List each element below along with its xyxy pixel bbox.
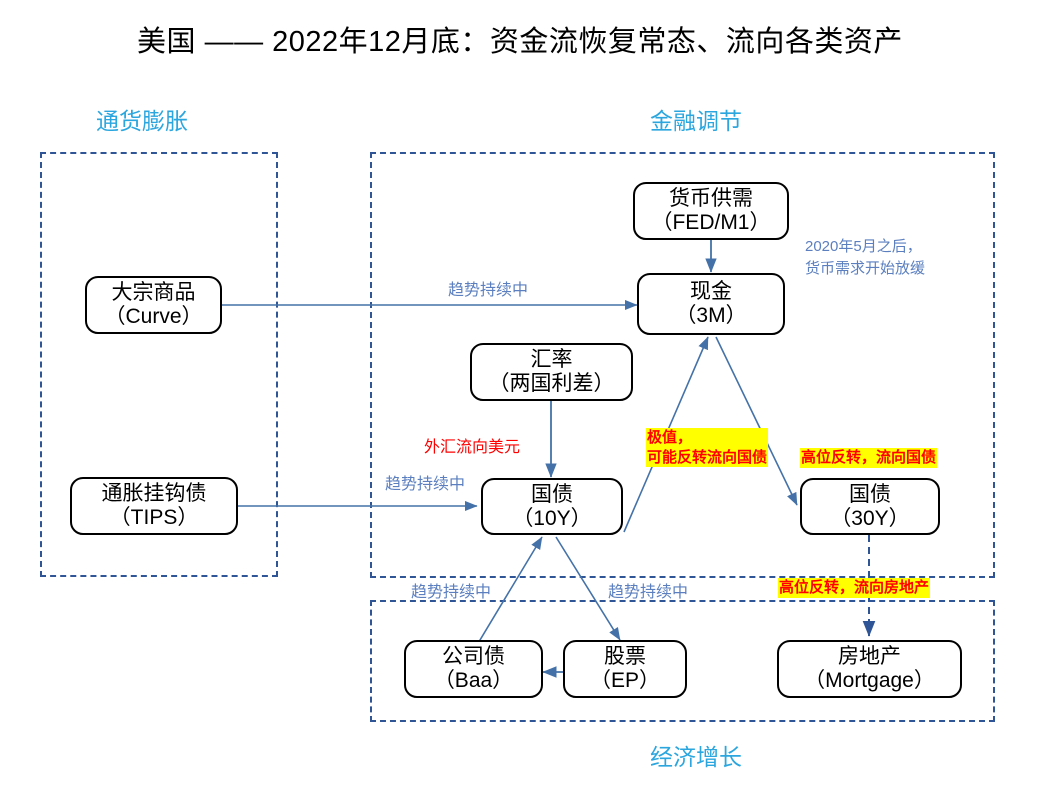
node-equity-line2: （EP） bbox=[589, 669, 660, 692]
annotation-extreme-reversal: 极值， 可能反转流向国债 bbox=[646, 428, 769, 467]
node-corporate-bond-line1: 公司债 bbox=[442, 645, 505, 669]
group-frame-growth bbox=[370, 600, 995, 722]
node-commodity-line2: （Curve） bbox=[104, 305, 203, 328]
node-fx-line1: 汇率 bbox=[530, 348, 573, 372]
node-ust-30y-line2: （30Y） bbox=[830, 506, 910, 530]
node-tips-line2: （TIPS） bbox=[109, 506, 199, 529]
annotation-money-demand-line2: 货币需求开始放缓 bbox=[805, 259, 926, 277]
node-money-supply[interactable]: 货币供需 （FED/M1） bbox=[633, 182, 789, 240]
annotation-reversal-to-realestate: 高位反转，流向房地产 bbox=[778, 578, 931, 598]
node-ust-10y[interactable]: 国债 （10Y） bbox=[481, 478, 623, 535]
node-fx[interactable]: 汇率 （两国利差） bbox=[470, 343, 633, 401]
node-tips-line1: 通胀挂钩债 bbox=[101, 482, 207, 506]
node-commodity-line1: 大宗商品 bbox=[111, 281, 196, 305]
annotation-fx-to-usd: 外汇流向美元 bbox=[424, 439, 521, 456]
node-ust-30y-line1: 国债 bbox=[849, 482, 891, 506]
annotation-extreme-reversal-line2: 可能反转流向国债 bbox=[647, 448, 768, 466]
section-label-financial: 金融调节 bbox=[650, 108, 742, 134]
node-commodity[interactable]: 大宗商品 （Curve） bbox=[85, 276, 222, 334]
node-money-supply-line1: 货币供需 bbox=[669, 187, 753, 211]
group-frame-inflation bbox=[40, 152, 278, 577]
page-title: 美国 —— 2022年12月底：资金流恢复常态、流向各类资产 bbox=[137, 26, 903, 58]
annotation-money-demand: 2020年5月之后， 货币需求开始放缓 bbox=[805, 236, 925, 280]
group-frame-financial bbox=[370, 152, 995, 578]
annotation-money-demand-line1: 2020年5月之后， bbox=[805, 238, 922, 255]
node-real-estate[interactable]: 房地产 （Mortgage） bbox=[777, 640, 962, 698]
node-corporate-bond[interactable]: 公司债 （Baa） bbox=[404, 640, 543, 698]
annotation-reversal-to-bonds: 高位反转，流向国债 bbox=[800, 448, 938, 468]
node-equity-line1: 股票 bbox=[604, 645, 646, 669]
edge-label-corp-to-ust10: 趋势持续中 bbox=[411, 584, 492, 601]
node-cash-line1: 现金 bbox=[690, 280, 732, 304]
section-label-growth: 经济增长 bbox=[650, 744, 742, 770]
edge-label-ust10-to-equity: 趋势持续中 bbox=[608, 584, 689, 601]
node-equity[interactable]: 股票 （EP） bbox=[563, 640, 687, 698]
node-ust-10y-line2: （10Y） bbox=[512, 506, 592, 530]
node-real-estate-line1: 房地产 bbox=[838, 645, 901, 669]
node-ust-30y[interactable]: 国债 （30Y） bbox=[800, 478, 940, 535]
node-cash-line2: （3M） bbox=[675, 304, 747, 327]
node-tips[interactable]: 通胀挂钩债 （TIPS） bbox=[70, 477, 238, 535]
edge-label-tips-to-ust10: 趋势持续中 bbox=[385, 476, 466, 493]
node-money-supply-line2: （FED/M1） bbox=[651, 211, 771, 234]
node-ust-10y-line1: 国债 bbox=[531, 482, 573, 506]
annotation-extreme-reversal-line1: 极值， bbox=[647, 429, 693, 446]
node-cash[interactable]: 现金 （3M） bbox=[637, 273, 785, 335]
section-label-inflation: 通货膨胀 bbox=[96, 108, 188, 134]
node-real-estate-line2: （Mortgage） bbox=[804, 669, 935, 692]
node-corporate-bond-line2: （Baa） bbox=[433, 669, 514, 692]
node-fx-line2: （两国利差） bbox=[488, 372, 615, 395]
edge-label-commodity-to-cash: 趋势持续中 bbox=[448, 282, 529, 299]
